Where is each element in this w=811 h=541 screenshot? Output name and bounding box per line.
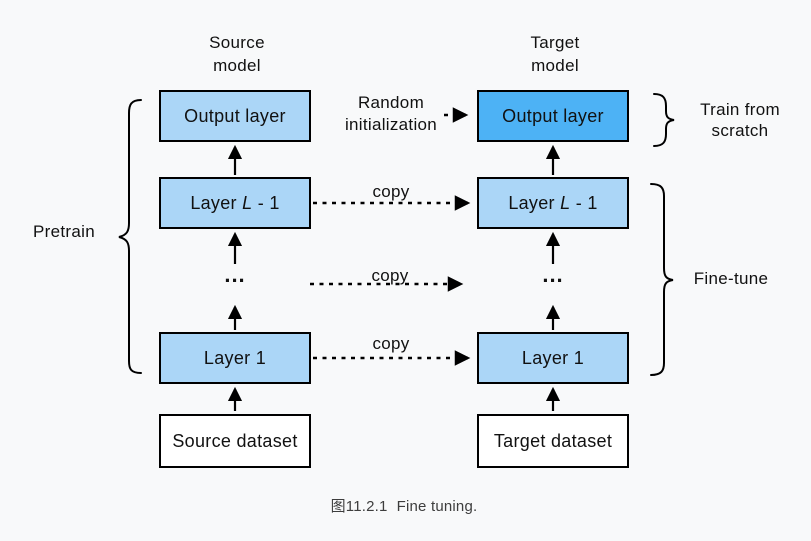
copy-label-bottom: copy	[372, 334, 410, 353]
source-dataset-box: Source dataset	[159, 414, 311, 468]
source-output-layer-box: Output layer	[159, 90, 311, 142]
target-ellipsis: ...	[542, 262, 564, 287]
copy-label-top: copy	[372, 182, 410, 201]
target-dataset-box: Target dataset	[477, 414, 629, 468]
target-layer-1-box: Layer 1	[477, 332, 629, 384]
pretrain-brace	[118, 99, 142, 374]
target-layer-1-label: Layer 1	[521, 347, 585, 368]
target-output-layer-label: Output layer	[502, 105, 604, 126]
target-output-layer-box: Output layer	[477, 90, 629, 142]
source-layer-1-box: Layer 1	[159, 332, 311, 384]
target-model-title: Target model	[530, 31, 579, 77]
source-model-title: Source model	[209, 31, 265, 77]
source-output-layer-label: Output layer	[184, 105, 286, 126]
target-layer-l-1-box: Layer L - 1	[477, 177, 629, 229]
fine-tune-label: Fine-tune	[693, 269, 769, 288]
source-layer-l-1-label: Layer L - 1	[190, 192, 280, 213]
train-from-scratch-label: Train from scratch	[700, 100, 780, 140]
source-dataset-label: Source dataset	[172, 430, 298, 451]
target-dataset-label: Target dataset	[493, 430, 613, 451]
target-model-title-line1: Target	[530, 33, 580, 52]
figure-caption-text: Fine tuning.	[396, 498, 478, 515]
target-layer-l-1-label: Layer L - 1	[508, 192, 598, 213]
source-model-title-line2: model	[213, 56, 261, 75]
figure-caption: 图11.2.1 Fine tuning.	[331, 495, 478, 516]
figure-caption-number: 图11.2.1	[330, 498, 388, 515]
train-from-scratch-brace	[653, 93, 675, 147]
source-layer-l-1-box: Layer L - 1	[159, 177, 311, 229]
copy-label-middle: copy	[371, 266, 409, 285]
pretrain-label: Pretrain	[33, 222, 95, 241]
source-layer-1-label: Layer 1	[203, 347, 267, 368]
source-ellipsis: ...	[224, 262, 246, 287]
source-model-title-line1: Source	[209, 33, 265, 52]
random-initialization-label: Random initialization	[344, 93, 438, 134]
target-model-title-line2: model	[531, 56, 579, 75]
fine-tune-brace	[650, 183, 674, 376]
